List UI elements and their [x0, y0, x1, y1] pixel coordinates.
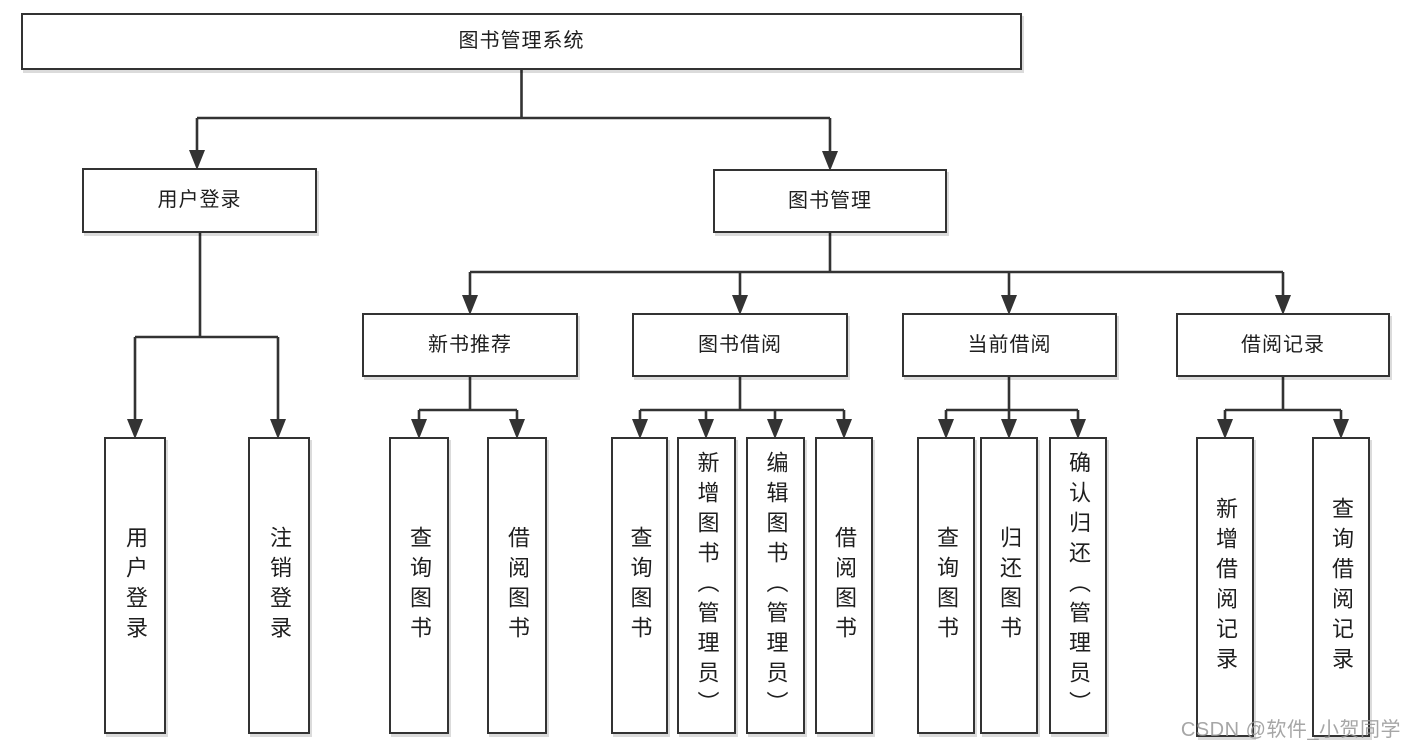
leaf-borrow-books: 借阅图书 — [815, 437, 873, 734]
csdn-watermark: CSDN @软件_小贺同学 — [1180, 719, 1401, 741]
leaf-logout: 注销登录 — [248, 437, 310, 734]
node-root-system: 图书管理系统 — [21, 13, 1022, 70]
leaf-query-books-current: 查询图书 — [917, 437, 975, 734]
node-user-login: 用户登录 — [82, 168, 317, 233]
leaf-add-borrow-record: 新增借阅记录 — [1196, 437, 1254, 737]
node-book-borrowing: 图书借阅 — [632, 313, 848, 377]
node-current-borrowing: 当前借阅 — [902, 313, 1117, 377]
node-book-management: 图书管理 — [713, 169, 947, 233]
leaf-edit-books-admin: 编辑图书（管理员） — [746, 437, 805, 734]
node-borrowing-records: 借阅记录 — [1176, 313, 1390, 377]
leaf-borrow-books-recommend: 借阅图书 — [487, 437, 547, 734]
node-new-book-recommendation: 新书推荐 — [362, 313, 578, 377]
leaf-return-books: 归还图书 — [980, 437, 1038, 734]
arrowheads — [127, 150, 1349, 439]
leaf-confirm-return-admin: 确认归还（管理员） — [1049, 437, 1107, 734]
leaf-add-books-admin: 新增图书（管理员） — [677, 437, 736, 734]
leaf-user-login: 用户登录 — [104, 437, 166, 734]
leaf-query-books-borrowing: 查询图书 — [611, 437, 668, 734]
leaf-query-borrow-record: 查询借阅记录 — [1312, 437, 1370, 737]
leaf-query-books-recommend: 查询图书 — [389, 437, 449, 734]
